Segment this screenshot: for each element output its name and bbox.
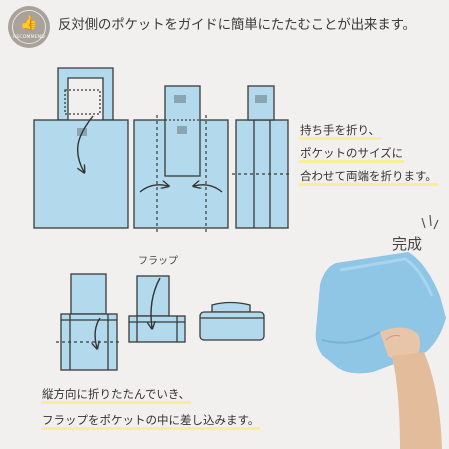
step1-note-line-2: ポケットのサイズに: [299, 145, 405, 163]
flap-label: フラップ: [138, 256, 178, 267]
bag-step-unfolded: [33, 67, 129, 229]
thumbs-up-icon: 👍: [20, 15, 38, 31]
step1-note-line-3: 合わせて両端を折ります。: [299, 168, 438, 186]
bag-step-sides-folded: [232, 85, 292, 229]
finished-pouch-photo: [315, 252, 446, 449]
page-title: 反対側のポケットをガイドに簡単にたたむことが出来ます。: [58, 17, 416, 33]
badge-label: RECOMMEND: [13, 35, 45, 40]
motion-marks: [421, 214, 439, 230]
recommend-badge: 👍 RECOMMEND: [8, 6, 50, 48]
done-label: 完成: [392, 235, 423, 253]
bag-step-handles-folded: [133, 85, 229, 232]
bag-step-flap-inserted: [199, 301, 265, 341]
step2-note-line-2: フラップをポケットの中に差し込みます。: [41, 412, 261, 430]
step1-note-line-1: 持ち手を折り、: [299, 122, 382, 140]
step2-note-line-1: 縦方向に折りたたんでいき、: [41, 386, 192, 404]
bag-step-flap: [56, 273, 122, 371]
